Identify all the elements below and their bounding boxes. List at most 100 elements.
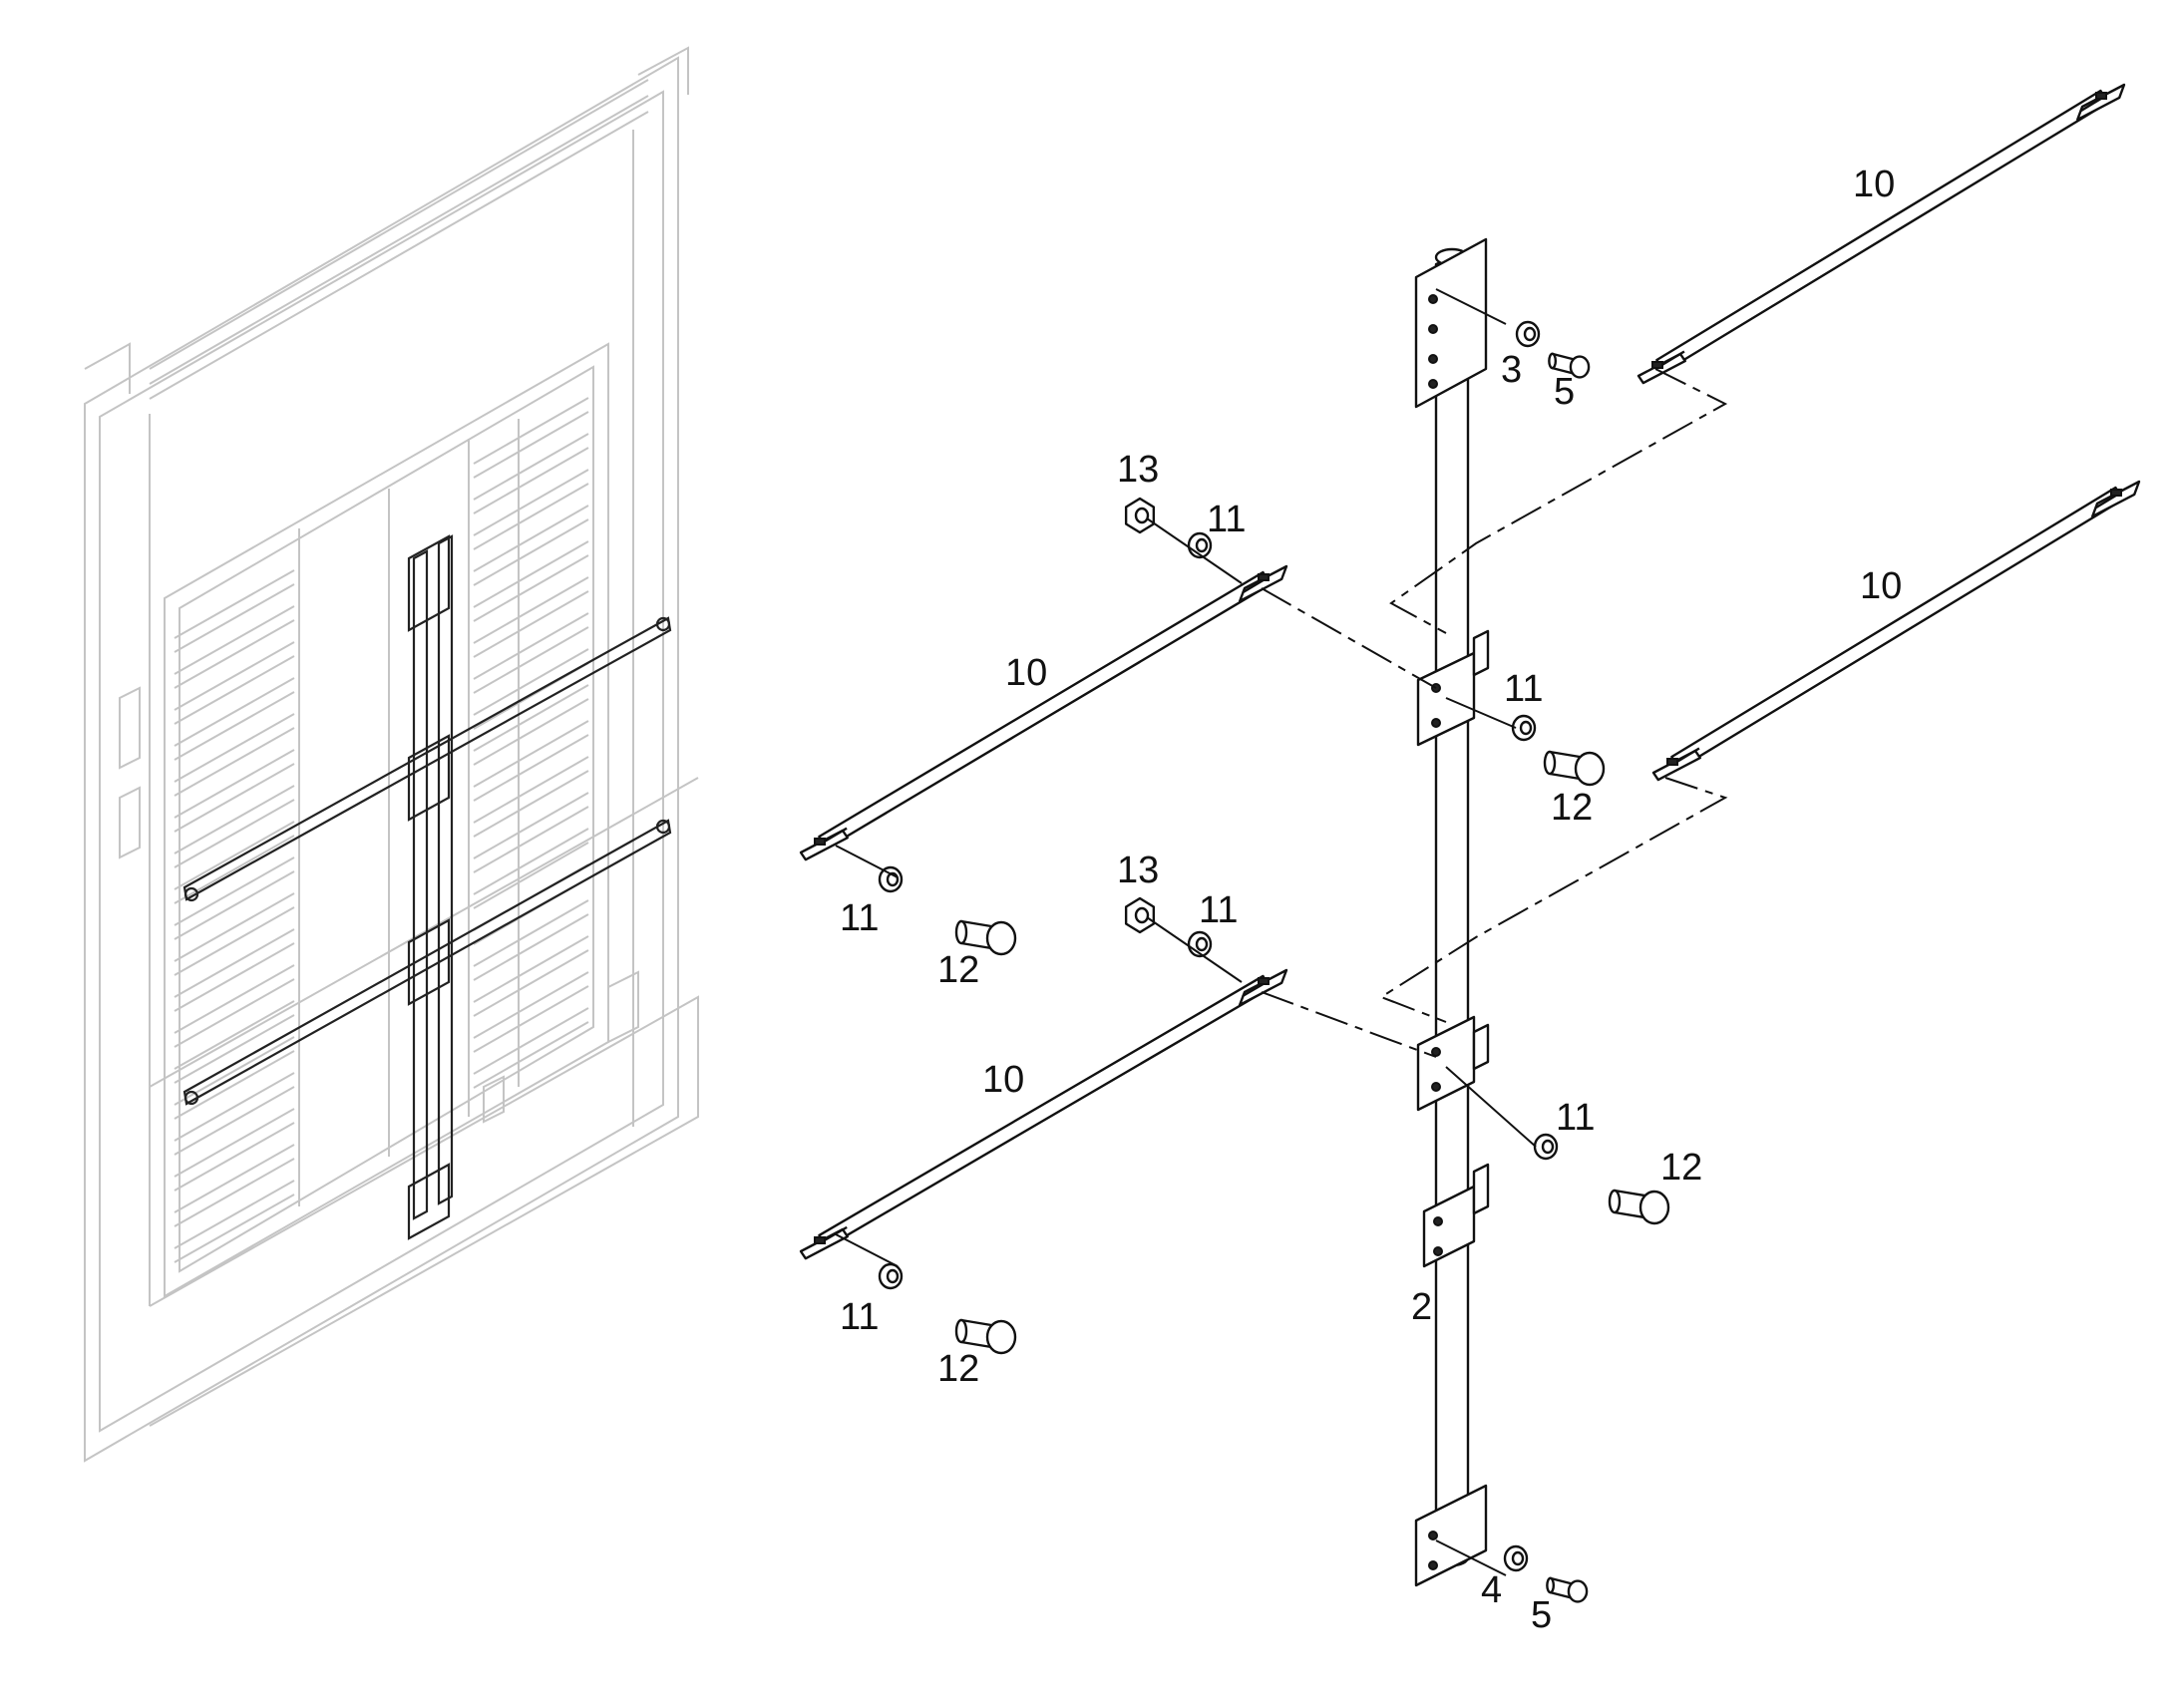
middle-tab — [1422, 1185, 1476, 1268]
ghost-slat — [473, 899, 589, 981]
ghost-slat — [174, 928, 295, 1012]
callout-10-left-lower: 10 — [982, 1059, 1024, 1101]
ghost-slat — [473, 1007, 589, 1089]
ghost-slat — [473, 756, 589, 838]
callout-10-right: 10 — [1860, 565, 1902, 607]
bolt-tip — [1608, 1189, 1622, 1214]
tie-rod-slot — [1258, 977, 1270, 985]
tie-rod-shaft — [1655, 89, 2109, 374]
ghost-slat — [174, 821, 295, 904]
ghost-slat — [174, 964, 295, 1048]
callout-12-a: 12 — [1551, 787, 1593, 829]
ghost-slat — [473, 397, 589, 479]
ghost-slat — [473, 505, 589, 586]
bolt-12-upper-rod-end — [954, 919, 1017, 956]
washer-hole — [1195, 537, 1209, 553]
washer-hole — [1511, 1550, 1525, 1566]
tie-rod-middle-right — [1651, 480, 2141, 782]
callout-11-d: 11 — [840, 897, 879, 939]
tie-rod-neck — [822, 827, 848, 845]
callout-4: 4 — [1481, 1569, 1502, 1611]
bolt-head — [985, 1319, 1017, 1355]
callout-11-e: 11 — [840, 1296, 879, 1338]
ghost-slat — [174, 892, 295, 976]
bolt-12-upper-post — [1543, 750, 1606, 787]
ghost-slat — [473, 684, 589, 766]
tie-rod-shaft — [1670, 486, 2124, 771]
ghost-slat — [473, 612, 589, 694]
nut-13-upper — [1124, 497, 1156, 534]
callout-12-b: 12 — [937, 949, 979, 991]
tie-rod-neck — [1659, 350, 1685, 368]
washer-11-upper-rod-end — [878, 865, 904, 893]
callout-11-f: 11 — [1556, 1097, 1595, 1139]
washer-3 — [1515, 320, 1541, 348]
ghost-slat — [473, 971, 589, 1053]
washer-hole — [1519, 720, 1533, 736]
ghost-slat — [174, 1108, 295, 1192]
callout-13-b: 13 — [1117, 850, 1159, 891]
washer-hole — [1195, 936, 1209, 952]
bolt-tip — [954, 1318, 968, 1344]
tie-rod-slot — [814, 1236, 826, 1244]
bolt-tip — [1548, 352, 1558, 370]
ghost-slat — [174, 713, 295, 797]
callout-11-a: 11 — [1207, 499, 1246, 540]
tie-rod-clevis — [1238, 968, 1288, 1007]
bolt-5-top — [1548, 352, 1591, 379]
tie-rod-neck — [1674, 747, 1700, 765]
bolt-12-lower-rod-end — [954, 1318, 1017, 1355]
ghost-slat — [473, 720, 589, 802]
callout-11-c: 11 — [1199, 889, 1238, 931]
bolt-head — [1574, 751, 1606, 787]
fasteners — [878, 320, 1670, 1603]
washer-11-lower-post — [1533, 1133, 1559, 1161]
tie-rod-top-right — [1636, 83, 2126, 385]
tie-rod-lower-left — [799, 968, 1288, 1260]
door-frame-context-view — [84, 46, 699, 1463]
washer-11-lower-rod-end — [878, 1262, 904, 1290]
callout-11-b: 11 — [1504, 668, 1543, 710]
ghost-slat — [174, 1072, 295, 1156]
ghost-slat — [174, 1144, 295, 1227]
tie-rod-clevis — [1238, 564, 1288, 603]
tie-rod-slot — [2095, 92, 2107, 100]
callout-12-d: 12 — [1660, 1147, 1702, 1189]
tie-rod-upper-left — [799, 564, 1288, 861]
washer-hole — [1541, 1139, 1555, 1155]
ghost-slat — [473, 469, 589, 550]
callout-12-c: 12 — [937, 1348, 979, 1390]
tie-rod-slot — [1666, 758, 1678, 766]
tie-rod-shaft — [818, 570, 1272, 851]
washer-4 — [1503, 1544, 1529, 1572]
bottom-mounting-plate — [1414, 1484, 1488, 1587]
bolt-tip — [1543, 750, 1557, 776]
washer-11-upper-post — [1511, 714, 1537, 742]
vertical-support-post — [1414, 237, 1490, 1587]
callout-13-a: 13 — [1117, 449, 1159, 491]
washer-hole — [886, 1268, 900, 1284]
phantom-alignment-lines — [835, 288, 1728, 1576]
top-mounting-plate — [1414, 237, 1488, 409]
ghost-slat — [174, 1180, 295, 1263]
ghost-slat — [473, 540, 589, 622]
ghost-slat — [473, 576, 589, 658]
tie-rod-slot — [814, 838, 826, 846]
ghost-slat — [174, 856, 295, 940]
callout-labels: 10 3 5 13 11 10 10 11 12 13 11 11 12 10 … — [840, 164, 1902, 1636]
tie-rods — [799, 83, 2141, 1260]
tie-rod-clevis — [2091, 480, 2141, 518]
ghost-slat — [174, 677, 295, 761]
washer-11-lower-nut — [1187, 930, 1213, 958]
bolt-head — [985, 920, 1017, 956]
ghost-slat — [174, 785, 295, 868]
tie-rod-slot — [1258, 573, 1270, 581]
bolt-tip — [954, 919, 968, 945]
callout-3: 3 — [1501, 349, 1522, 391]
tie-rod-neck — [822, 1225, 848, 1243]
ghost-slat — [174, 749, 295, 833]
callout-5-top: 5 — [1554, 371, 1575, 413]
nut-13-lower — [1124, 896, 1156, 934]
ghost-slat — [174, 569, 295, 653]
